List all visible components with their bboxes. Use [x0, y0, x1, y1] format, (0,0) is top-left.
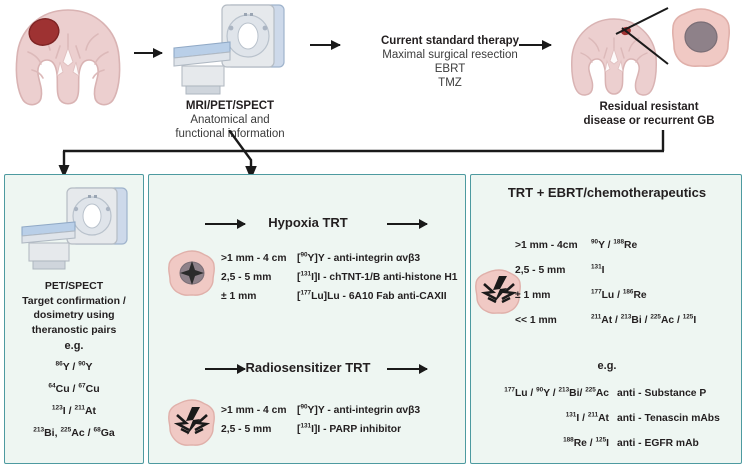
- agent-row: 2,5 - 5 mm [131I]I - chTNT-1/B anti-hist…: [221, 268, 458, 287]
- pet-spect-heading-2: dosimetry using: [33, 309, 115, 321]
- scanner-subtitle-1: Anatomical and: [190, 114, 270, 126]
- trt-ebrt-size-isotope-rows: >1 mm - 4cm 90Y / 188Re 2,5 - 5 mm 131I …: [515, 233, 696, 333]
- residual-line-2: disease or recurrent GB: [583, 115, 715, 127]
- example-row: 177Lu / 90Y / 213Bi/ 225Ac anti - Substa…: [471, 381, 737, 406]
- hypoxic-tumor-cell-icon: [168, 250, 215, 296]
- scanner-caption: MRI/PET/SPECT Anatomical and functional …: [160, 100, 300, 141]
- target-label: anti - EGFR mAb: [617, 438, 699, 449]
- hypoxia-arrow-left: [205, 219, 246, 229]
- agent-label: [90Y]Y - anti-integrin αvβ3: [297, 251, 421, 264]
- therapy-line-0: Maximal surgical resection: [382, 49, 518, 61]
- pet-spect-heading-1: Target confirmation /: [22, 294, 126, 307]
- flow-arrow-1: [134, 47, 163, 58]
- radiosensitizer-trt-title: Radiosensitizer TRT: [245, 360, 371, 375]
- radiosensitizer-arrow-left: [205, 364, 246, 374]
- isotope-list: 177Lu / 186Re: [591, 288, 647, 301]
- pet-spect-text-block: PET/SPECT Target confirmation / dosimetr…: [9, 279, 139, 444]
- residual-disease-caption: Residual resistant disease or recurrent …: [556, 100, 742, 128]
- magnifier-leader-lines: [615, 7, 669, 65]
- residual-line-1: Residual resistant: [599, 101, 699, 113]
- isotope-row: >1 mm - 4cm 90Y / 188Re: [515, 233, 696, 258]
- isotope-list: 177Lu / 90Y / 213Bi/ 225Ac: [504, 386, 609, 399]
- agent-row: 2,5 - 5 mm [131I]I - PARP inhibitor: [221, 420, 420, 439]
- trt-ebrt-examples: 177Lu / 90Y / 213Bi/ 225Ac anti - Substa…: [471, 381, 737, 456]
- theranostic-pair: 64Cu / 67Cu: [48, 382, 100, 395]
- isotope-row: ± 1 mm 177Lu / 186Re: [515, 283, 696, 308]
- radiosensitizer-arrow-right: [387, 364, 428, 374]
- example-row: 188Re / 125I anti - EGFR mAb: [471, 431, 737, 456]
- agent-row: ± 1 mm [177Lu]Lu - 6A10 Fab anti-CAXII: [221, 287, 458, 306]
- pet-spect-eg-label: e.g.: [64, 340, 84, 352]
- scanner-subtitle-2: functional information: [175, 128, 285, 140]
- pet-spect-heading-0: PET/SPECT: [44, 280, 104, 292]
- hypoxia-trt-title: Hypoxia TRT: [268, 215, 348, 230]
- agent-label: [131I]I - chTNT-1/B anti-histone H1: [297, 270, 458, 283]
- agent-row: >1 mm - 4 cm [90Y]Y - anti-integrin αvβ3: [221, 401, 420, 420]
- agent-label: [177Lu]Lu - 6A10 Fab anti-CAXII: [297, 289, 447, 302]
- hypoxia-agent-list: >1 mm - 4 cm [90Y]Y - anti-integrin αvβ3…: [221, 249, 458, 306]
- ct-mri-scanner-icon: [21, 187, 128, 270]
- isotope-list: 131I: [591, 263, 605, 276]
- panel-trt-ebrt-chemo: TRT + EBRT/chemotherapeutics >1 mm - 4cm…: [470, 174, 742, 464]
- therapy-title: Current standard therapy: [380, 35, 520, 47]
- therapy-line-2: TMZ: [438, 77, 462, 89]
- panel-pet-spect: PET/SPECT Target confirmation / dosimetr…: [4, 174, 144, 464]
- agent-row: >1 mm - 4 cm [90Y]Y - anti-integrin αvβ3: [221, 249, 458, 268]
- flow-arrow-3: [519, 39, 552, 50]
- isotope-row: << 1 mm 211At / 213Bi / 225Ac / 125I: [515, 308, 696, 333]
- ct-mri-scanner-icon: [173, 4, 285, 95]
- target-label: anti - Tenascin mAbs: [617, 413, 720, 424]
- radiosensitizer-agent-list: >1 mm - 4 cm [90Y]Y - anti-integrin αvβ3…: [221, 401, 420, 439]
- tumor-size: 2,5 - 5 mm: [515, 265, 566, 276]
- trt-ebrt-eg-label: e.g.: [597, 360, 617, 372]
- trt-ebrt-title: TRT + EBRT/chemotherapeutics: [507, 185, 707, 200]
- irradiated-tumor-cell-icon: [475, 269, 521, 314]
- top-flow-row: MRI/PET/SPECT Anatomical and functional …: [0, 0, 746, 150]
- tumor-size: 2,5 - 5 mm: [221, 272, 272, 283]
- scanner-title: MRI/PET/SPECT: [185, 100, 275, 112]
- tumor-size: ± 1 mm: [515, 290, 551, 301]
- isotope-list: 188Re / 125I: [563, 436, 609, 449]
- agent-label: [90Y]Y - anti-integrin αvβ3: [297, 403, 421, 416]
- tumor-size: >1 mm - 4 cm: [221, 253, 287, 264]
- isotope-list: 211At / 213Bi / 225Ac / 125I: [591, 313, 697, 326]
- panel-trt-strategies: Hypoxia TRT >1 mm - 4 cm [90Y]Y - anti-i…: [148, 174, 466, 464]
- theranostic-pair: 123I / 211At: [51, 404, 97, 417]
- isotope-list: 90Y / 188Re: [591, 238, 638, 251]
- flow-arrow-2: [310, 39, 341, 50]
- hypoxia-arrow-right: [387, 219, 428, 229]
- isotope-list: 131I / 211At: [565, 411, 609, 424]
- theranostic-pair: 213Bi, 225Ac / 68Ga: [33, 426, 115, 439]
- target-label: anti - Substance P: [617, 388, 707, 399]
- current-standard-therapy-block: Current standard therapy Maximal surgica…: [350, 34, 550, 90]
- tumor-size: << 1 mm: [515, 315, 557, 326]
- tumor-cell-magnified-icon: [671, 8, 731, 67]
- tumor-size: >1 mm - 4cm: [515, 240, 578, 251]
- tumor-size: 2,5 - 5 mm: [221, 424, 272, 435]
- therapy-line-1: EBRT: [434, 63, 466, 75]
- coronal-brain-with-tumor-icon: [15, 9, 121, 106]
- example-row: 131I / 211At anti - Tenascin mAbs: [471, 406, 737, 431]
- pet-spect-heading-3: theranostic pairs: [31, 323, 117, 336]
- theranostic-pair: 86Y / 90Y: [55, 360, 93, 373]
- isotope-row: 2,5 - 5 mm 131I: [515, 258, 696, 283]
- tumor-size: ± 1 mm: [221, 291, 257, 302]
- irradiated-tumor-cell-icon: [168, 399, 215, 446]
- agent-label: [131I]I - PARP inhibitor: [297, 422, 402, 435]
- tumor-size: >1 mm - 4 cm: [221, 405, 287, 416]
- panel-connector-bus: [58, 130, 665, 180]
